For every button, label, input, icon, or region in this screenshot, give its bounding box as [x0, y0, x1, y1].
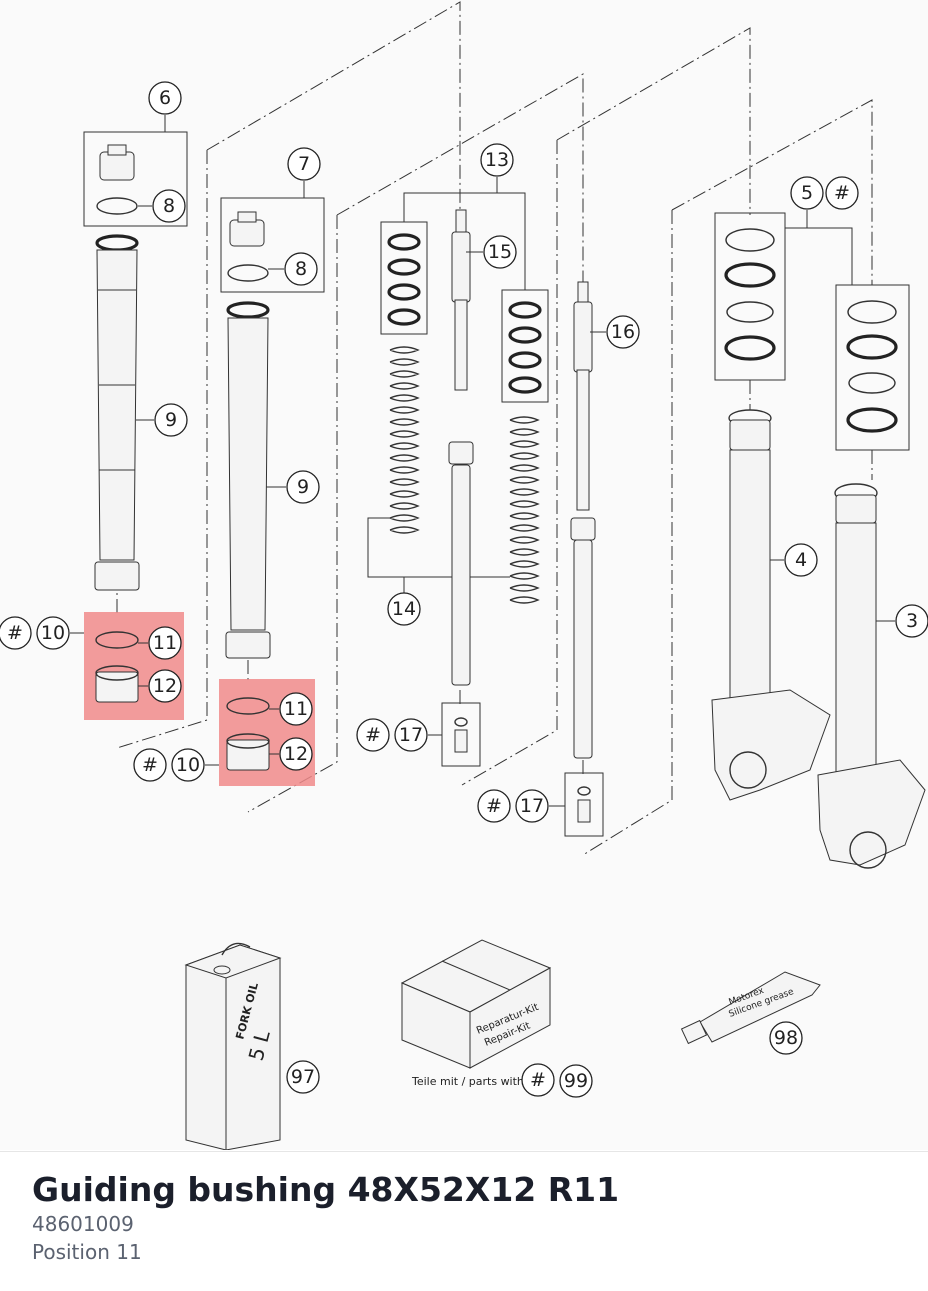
- callout-9b: 9: [297, 476, 309, 498]
- part-number: 48601009: [32, 1212, 134, 1236]
- parts-note: Teile mit / parts with: [411, 1075, 524, 1088]
- repair-kit-box: Reparatur-Kit Repair-Kit Teile mit / par…: [400, 939, 593, 1098]
- callout-3: 3: [906, 610, 918, 632]
- shim-stack: [380, 221, 549, 403]
- outer-tubes: [711, 409, 926, 869]
- seal-kits: [714, 212, 910, 451]
- callout-17a: 17: [399, 724, 423, 746]
- callout-7: 7: [298, 153, 310, 175]
- callout-97: 97: [291, 1066, 315, 1088]
- callout-10b: 10: [176, 754, 200, 776]
- assembly-lines: [116, 1, 873, 856]
- callout-4: 4: [795, 549, 807, 571]
- callout-13: 13: [485, 149, 509, 171]
- fork-springs: [367, 346, 540, 604]
- callout-16: 16: [611, 321, 635, 343]
- callout-8a: 8: [163, 195, 175, 217]
- part-position: Position 11: [32, 1240, 142, 1264]
- callout-12a: 12: [153, 675, 177, 697]
- callout-hash-10a: #: [7, 622, 23, 644]
- callout-hash-10b: #: [142, 754, 158, 776]
- callout-6: 6: [159, 87, 171, 109]
- callouts: 6 7 8 8 9 9 # 10 # 10 11 11 12 12 13 14 …: [0, 81, 928, 823]
- callout-15: 15: [488, 241, 512, 263]
- fork-cartridge-left: [83, 131, 188, 703]
- part-info-panel: Guiding bushing 48X52X12 R11 48601009 Po…: [0, 1151, 928, 1291]
- callout-5: 5: [801, 182, 813, 204]
- callout-hash-17b: #: [486, 795, 502, 817]
- callout-98: 98: [774, 1027, 798, 1049]
- callout-12b: 12: [284, 743, 308, 765]
- part-title: Guiding bushing 48X52X12 R11: [32, 1170, 620, 1209]
- callout-11b: 11: [284, 698, 308, 720]
- grease-tube: Motorex Silicone grease 98: [680, 971, 821, 1055]
- bottom-valves: [441, 702, 604, 837]
- leader-lines: [70, 115, 895, 807]
- fork-oil-can: FORK OIL 5 L 97: [184, 942, 320, 1151]
- callout-hash-99: #: [530, 1069, 546, 1091]
- callout-11a: 11: [153, 632, 177, 654]
- callout-8b: 8: [295, 258, 307, 280]
- callout-99: 99: [564, 1070, 588, 1092]
- fork-cartridge-right: [220, 197, 325, 771]
- callout-14: 14: [392, 598, 416, 620]
- callout-hash-17a: #: [365, 724, 381, 746]
- callout-9a: 9: [165, 409, 177, 431]
- callout-hash-5: #: [834, 182, 850, 204]
- damper-rods: [448, 209, 596, 759]
- callout-17b: 17: [520, 795, 544, 817]
- fork-exploded-view: 6 7 8 8 9 9 # 10 # 10 11 11 12 12 13 14 …: [0, 1, 928, 1151]
- exploded-diagram: 6 7 8 8 9 9 # 10 # 10 11 11 12 12 13 14 …: [0, 0, 928, 1151]
- callout-10a: 10: [41, 622, 65, 644]
